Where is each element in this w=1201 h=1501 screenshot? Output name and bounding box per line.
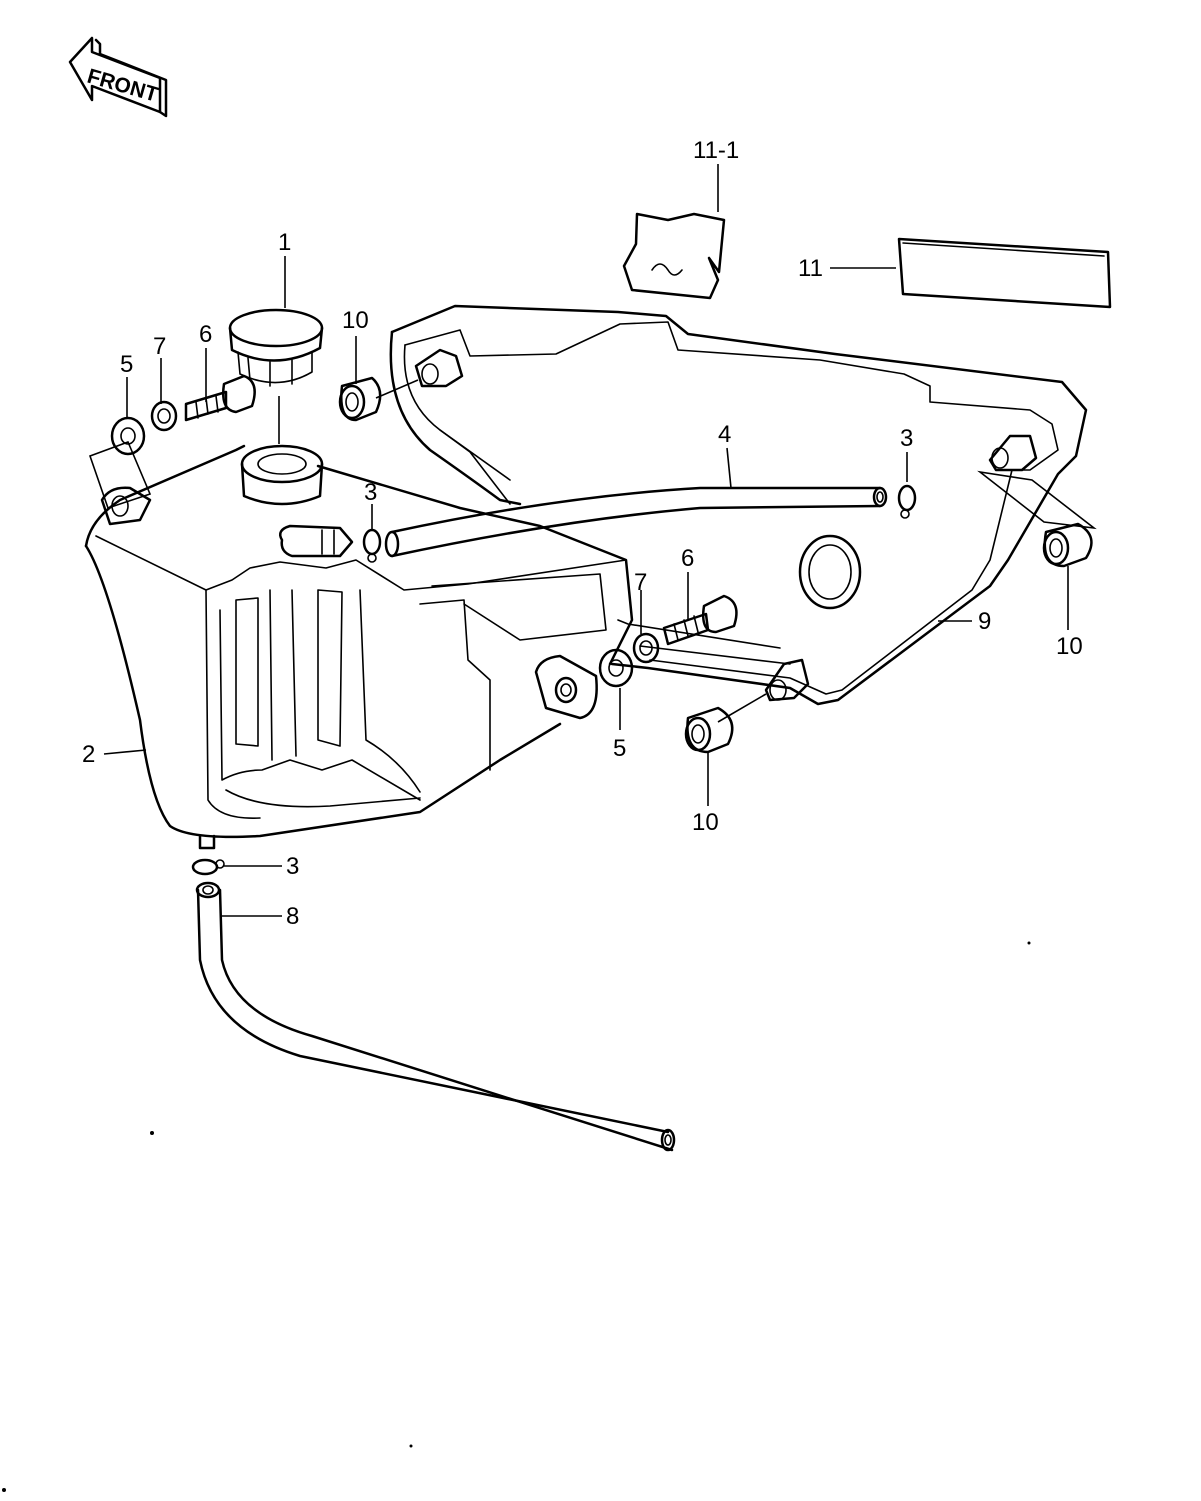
callout-3-lower: 3 xyxy=(286,853,299,880)
mounting-pin-right xyxy=(988,434,1038,472)
washer-5-left xyxy=(110,416,146,456)
oil-tank-2 xyxy=(84,444,634,850)
callout-10-bottom: 10 xyxy=(692,809,719,836)
callout-9: 9 xyxy=(978,608,991,635)
callout-6-right: 6 xyxy=(681,545,694,572)
callout-5-left: 5 xyxy=(120,351,133,378)
callout-3-upper: 3 xyxy=(364,479,377,506)
callout-7-left: 7 xyxy=(153,333,166,360)
tank-cap-1 xyxy=(228,308,324,387)
hose-4 xyxy=(384,486,888,558)
front-arrow-icon: FRONT xyxy=(68,36,168,118)
callout-3-right: 3 xyxy=(900,425,913,452)
bolt-6-left xyxy=(184,374,256,422)
callout-7-right: 7 xyxy=(634,569,647,596)
washer-5-right xyxy=(598,648,634,688)
lockwasher-7-left xyxy=(150,400,178,432)
callout-10-top: 10 xyxy=(342,307,369,334)
grommet-10-bottom xyxy=(684,706,734,754)
clip-3-upper xyxy=(362,528,382,563)
callout-6-left: 6 xyxy=(199,321,212,348)
grommet-10-right xyxy=(1042,522,1093,568)
label-plate-11 xyxy=(897,237,1112,309)
scan-specks xyxy=(2,941,1031,1492)
callout-5-right: 5 xyxy=(613,735,626,762)
leader-lines xyxy=(88,164,1097,917)
clip-3-right xyxy=(897,484,917,519)
mounting-pin-top xyxy=(414,348,464,388)
callout-2: 2 xyxy=(82,741,95,768)
callout-11-1: 11-1 xyxy=(693,137,739,164)
bolt-6-right xyxy=(662,594,738,646)
hose-8 xyxy=(195,881,676,1152)
callout-4: 4 xyxy=(718,421,731,448)
mounting-pin-bottom xyxy=(764,658,810,702)
callout-labels: 1 2 3 3 3 4 5 5 6 6 7 7 8 9 10 10 10 11 … xyxy=(82,137,1083,930)
grommet-10-top xyxy=(338,376,382,422)
callout-8: 8 xyxy=(286,903,299,930)
callout-1: 1 xyxy=(278,229,291,256)
callout-10-right: 10 xyxy=(1056,633,1083,660)
front-label: FRONT xyxy=(85,65,161,107)
lockwasher-7-right xyxy=(632,632,660,664)
side-cover-9 xyxy=(389,304,1088,706)
callout-11: 11 xyxy=(798,255,823,282)
decal-11-1 xyxy=(622,212,726,300)
clip-3-lower xyxy=(191,858,225,876)
